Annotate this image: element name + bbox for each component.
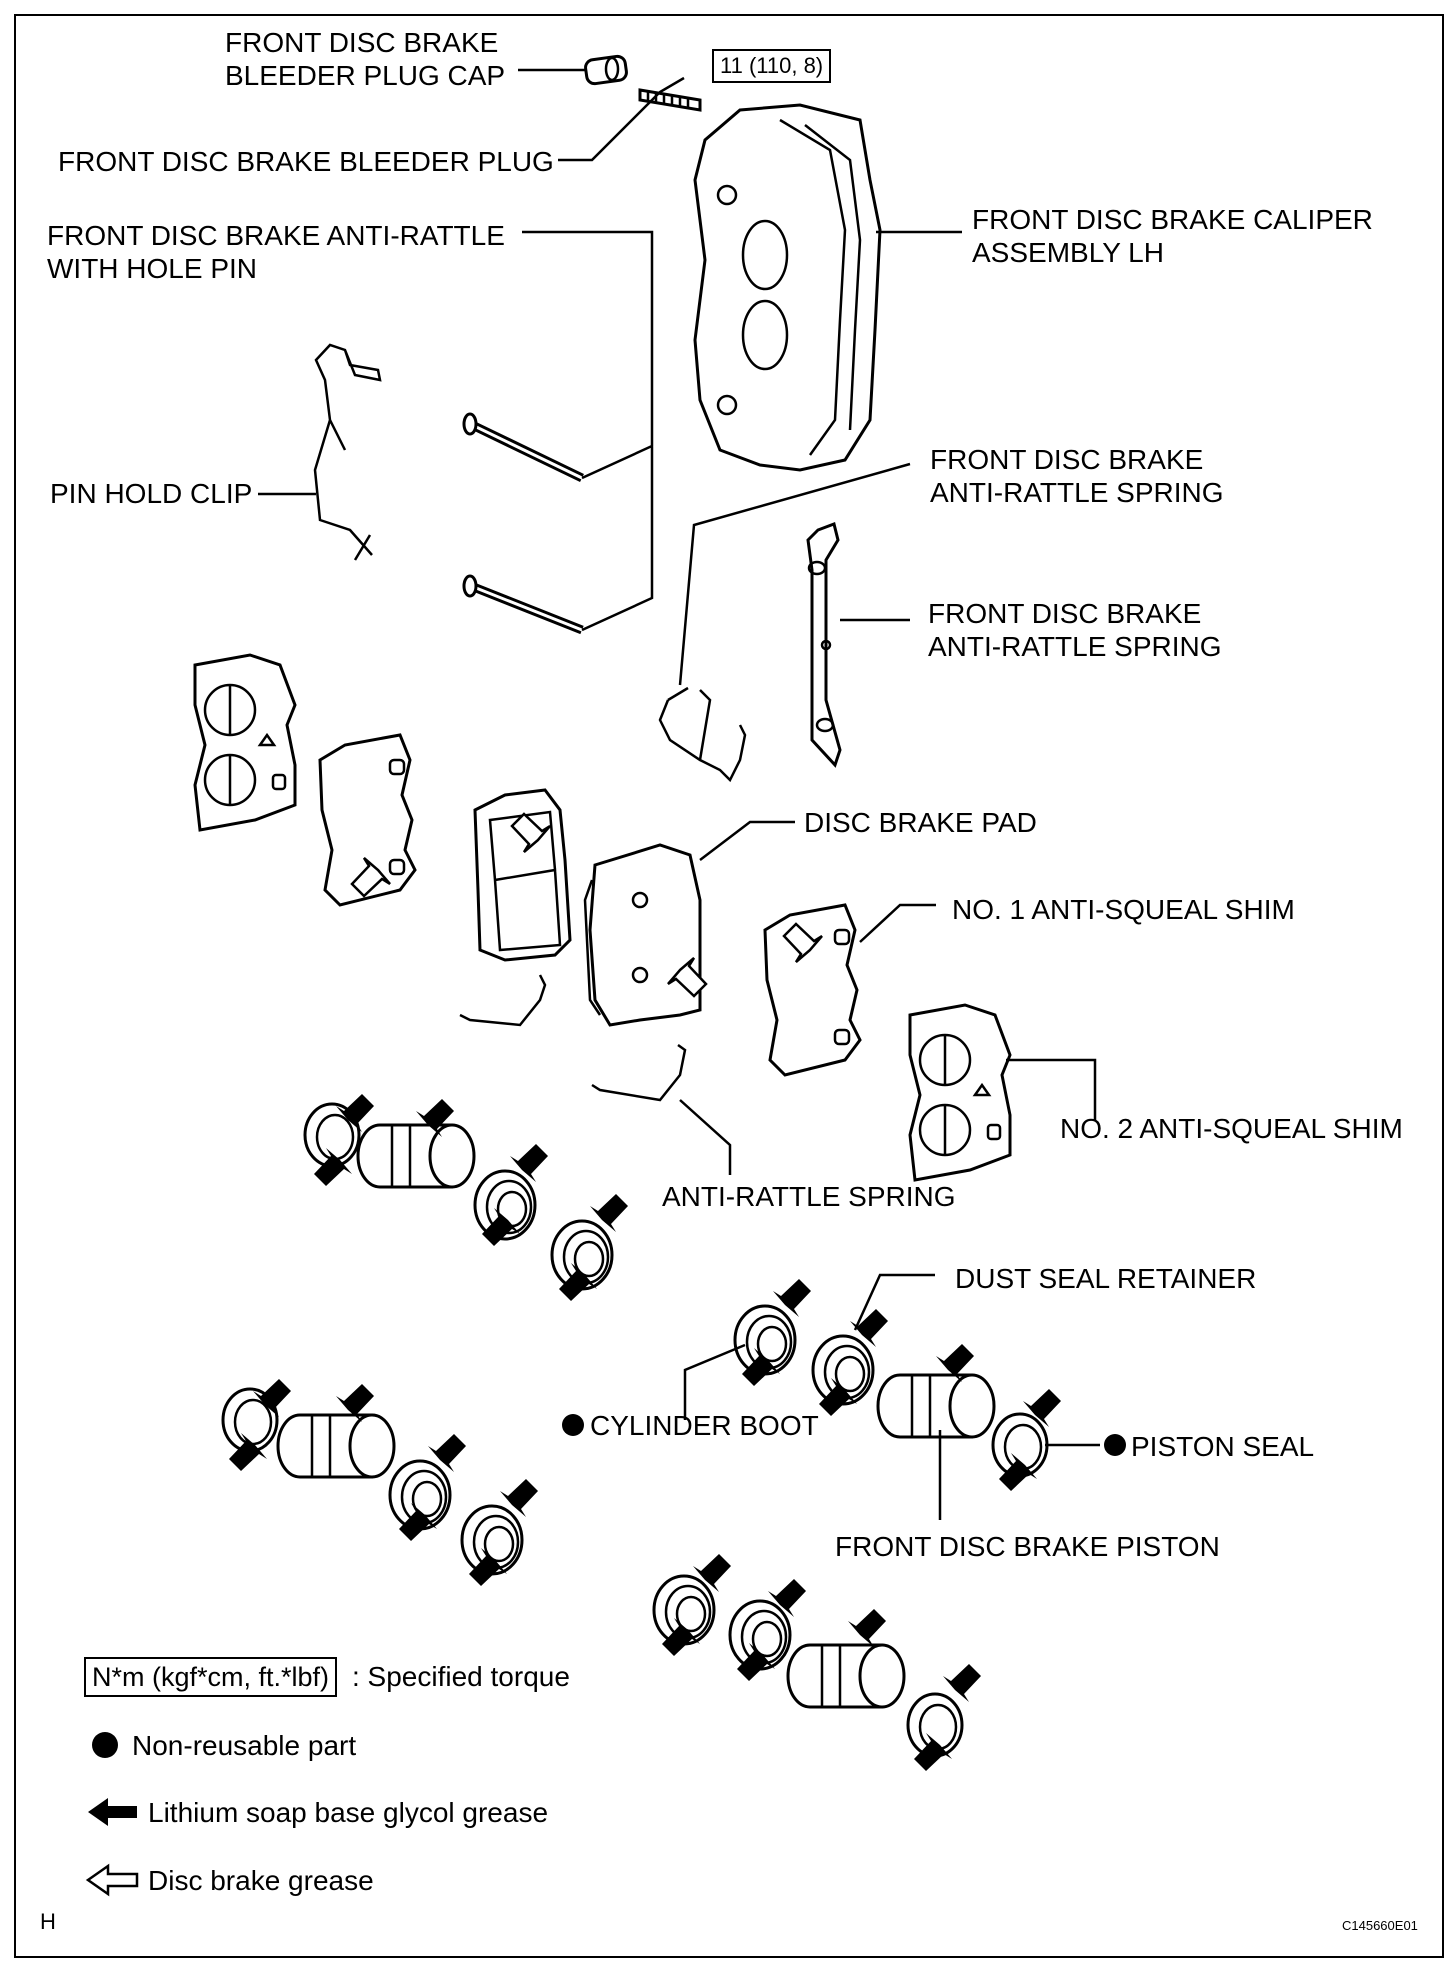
seal-kit-upper-right <box>733 1304 1049 1478</box>
disc-brake-pad-left <box>473 788 572 962</box>
seal-kit-lower-left <box>221 1387 524 1576</box>
caliper-assembly <box>693 103 882 472</box>
label-bleeder-cap-1: FRONT DISC BRAKE <box>225 27 499 58</box>
bleeder-plug-cap <box>584 54 628 86</box>
no1-anti-squeal-shim-right <box>763 903 862 1077</box>
legend-torque-box: N*m (kgf*cm, ft.*lbf) <box>84 1657 338 1697</box>
label-no1-shim: NO. 1 ANTI-SQUEAL SHIM <box>952 894 1295 925</box>
seal-kit-upper-left <box>303 1102 614 1291</box>
label-anti-rattle-pin-2: WITH HOLE PIN <box>47 253 258 284</box>
footer-figure-id: C145660E01 <box>1342 1918 1418 1933</box>
label-no2-shim: NO. 2 ANTI-SQUEAL SHIM <box>1060 1113 1403 1144</box>
legend-lithium: Lithium soap base glycol grease <box>148 1797 549 1828</box>
leader-lines <box>258 68 1126 1520</box>
anti-rattle-spring-small <box>459 974 547 1027</box>
label-piston-seal: PISTON SEAL <box>1131 1431 1315 1462</box>
label-pin-hold-clip: PIN HOLD CLIP <box>50 478 253 509</box>
label-dust-seal-retainer: DUST SEAL RETAINER <box>955 1263 1257 1294</box>
torque-value-box: 11 (110, 8) <box>712 49 832 83</box>
label-anti-rattle-spring-1a: FRONT DISC BRAKE <box>930 444 1204 475</box>
diagram-frame <box>14 14 1444 1958</box>
label-cylinder-boot: CYLINDER BOOT <box>590 1410 819 1441</box>
label-anti-rattle-spring-2b: ANTI-RATTLE SPRING <box>928 631 1222 662</box>
label-disc-brake-pad: DISC BRAKE PAD <box>804 807 1037 838</box>
no2-anti-squeal-shim-right <box>908 1003 1012 1182</box>
anti-rattle-spring-plate <box>806 522 842 768</box>
nonreusable-bullet-icon <box>92 1732 118 1758</box>
bleeder-plug <box>638 88 702 112</box>
label-anti-rattle-pin-1: FRONT DISC BRAKE ANTI-RATTLE <box>47 220 505 251</box>
label-caliper-2: ASSEMBLY LH <box>972 237 1164 268</box>
legend-torque-text: : Specified torque <box>352 1661 570 1692</box>
lithium-grease-icon <box>88 1798 137 1826</box>
label-anti-rattle-spring-1b: ANTI-RATTLE SPRING <box>930 477 1224 508</box>
anti-rattle-pins <box>462 412 584 635</box>
seal-kit-lower-right <box>652 1574 964 1758</box>
legend-disc-grease: Disc brake grease <box>148 1865 374 1896</box>
footer-left-code: H <box>40 1909 56 1934</box>
no2-anti-squeal-shim-left <box>193 653 297 832</box>
anti-rattle-spring-wire <box>658 686 747 783</box>
label-anti-rattle-spring: ANTI-RATTLE SPRING <box>662 1181 956 1212</box>
label-caliper-1: FRONT DISC BRAKE CALIPER <box>972 204 1373 235</box>
disc-brake-pad-right <box>583 843 702 1027</box>
pin-hold-clip <box>313 343 382 561</box>
label-piston: FRONT DISC BRAKE PISTON <box>835 1531 1220 1562</box>
label-bleeder-plug: FRONT DISC BRAKE BLEEDER PLUG <box>58 146 554 177</box>
anti-rattle-spring-small <box>591 1043 687 1102</box>
legend-nonreusable: Non-reusable part <box>132 1730 357 1761</box>
label-anti-rattle-spring-2a: FRONT DISC BRAKE <box>928 598 1202 629</box>
disc-brake-grease-legend-icon <box>85 1863 139 1897</box>
label-bleeder-cap-2: BLEEDER PLUG CAP <box>225 60 506 91</box>
